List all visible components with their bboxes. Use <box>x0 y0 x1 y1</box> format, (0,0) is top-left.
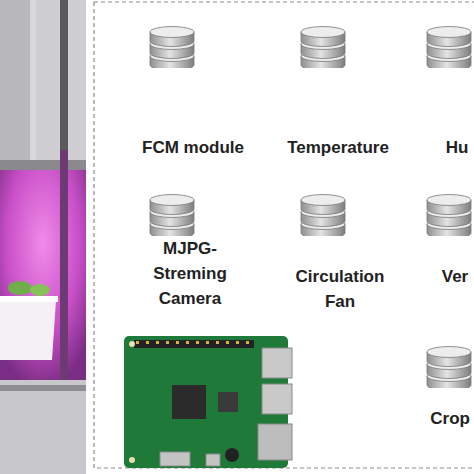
database-icon-node: Ver <box>426 192 472 289</box>
database-icon <box>426 192 472 236</box>
database-icon-node: Hu <box>426 24 472 160</box>
database-icon <box>300 24 346 68</box>
database-icon-node: MJPG- Streming Camera <box>142 192 238 311</box>
raspberry-pi-board <box>124 336 292 468</box>
component-label: Hu <box>446 135 469 160</box>
database-icon <box>149 192 195 236</box>
database-icon-node: Crop <box>426 344 472 431</box>
dashed-panel <box>94 2 474 468</box>
component-label: Circulation Fan <box>285 264 395 314</box>
database-icon-node: Circulation Fan <box>285 192 395 314</box>
database-icon <box>426 344 472 388</box>
cabinet-photo <box>0 0 86 474</box>
component-label: Crop <box>430 406 470 431</box>
component-label: FCM module <box>118 135 268 160</box>
database-icon <box>149 24 195 68</box>
database-icon-node: Temperature <box>263 24 413 160</box>
database-icon <box>426 24 472 68</box>
component-label: Ver <box>442 264 468 289</box>
component-label: Temperature <box>263 135 413 160</box>
database-icon <box>300 192 346 236</box>
component-label: MJPG- Streming Camera <box>142 236 238 311</box>
database-icon-node: FCM module <box>118 24 268 160</box>
